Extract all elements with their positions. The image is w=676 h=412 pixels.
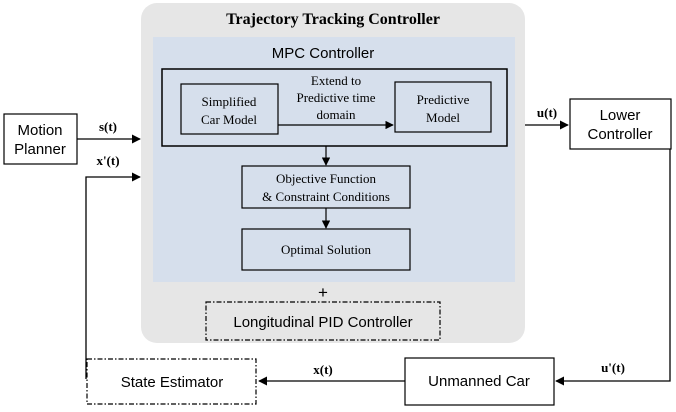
predictive-model-line-1: Predictive: [417, 92, 470, 107]
extend-label-line-2: Predictive time: [296, 90, 375, 105]
motion-planner-line-1: Motion: [17, 122, 62, 139]
model-group-box: [161, 68, 508, 147]
plus-sign: +: [318, 283, 328, 302]
u-prime-signal-arrow: [555, 149, 671, 386]
x-signal-label: x(t): [313, 362, 333, 377]
motion-planner-line-2: Planner: [14, 141, 66, 158]
mpc-controller-panel: [153, 37, 515, 282]
objective-function-line-2: & Constraint Conditions: [262, 189, 390, 204]
s-signal-label: s(t): [99, 119, 117, 134]
unmanned-car-label: Unmanned Car: [428, 373, 530, 390]
lower-controller-line-2: Controller: [587, 126, 652, 143]
optimal-solution-label: Optimal Solution: [281, 242, 371, 257]
extend-label-line-1: Extend to: [311, 73, 361, 88]
longitudinal-pid-box: [205, 301, 441, 341]
simplified-car-model-line-1: Simplified: [202, 94, 257, 109]
optimal-solution-box: [241, 228, 411, 271]
simplified-car-model-line-2: Car Model: [201, 112, 257, 127]
predictive-model-line-2: Model: [426, 110, 460, 125]
mpc-controller-title: MPC Controller: [272, 45, 375, 62]
state-estimator-label: State Estimator: [121, 374, 224, 391]
simplified-car-model-box: [180, 83, 279, 135]
lower-controller-line-1: Lower: [600, 107, 641, 124]
u-prime-signal-label: u'(t): [601, 360, 625, 375]
longitudinal-pid-label: Longitudinal PID Controller: [233, 314, 412, 331]
objective-function-line-1: Objective Function: [276, 171, 377, 186]
x-prime-signal-label: x'(t): [96, 153, 119, 168]
extend-label-line-3: domain: [317, 107, 356, 122]
feedback-arrow: [85, 172, 141, 379]
predictive-model-box: [394, 81, 492, 133]
trajectory-tracking-controller-title: Trajectory Tracking Controller: [226, 11, 440, 28]
lower-controller-box: [569, 98, 672, 150]
u-signal-label: u(t): [537, 105, 557, 120]
state-estimator-box: [86, 358, 257, 405]
